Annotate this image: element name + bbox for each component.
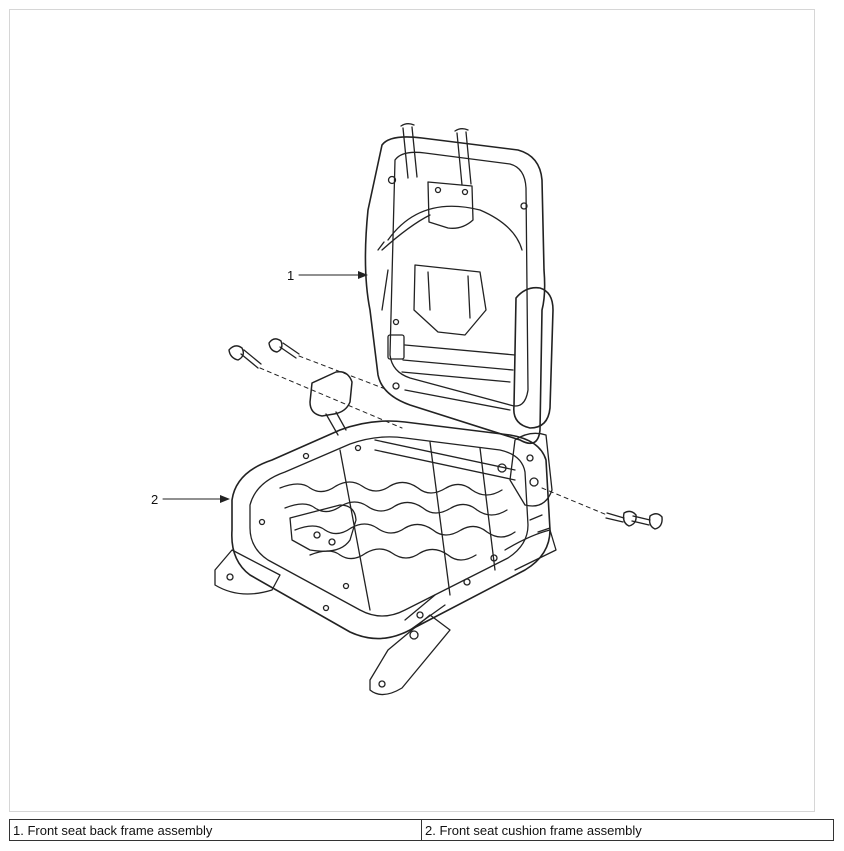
legend-row: 1. Front seat back frame assembly 2. Fro… bbox=[9, 819, 834, 841]
legend-table: 1. Front seat back frame assembly 2. Fro… bbox=[9, 819, 834, 841]
seat-frame-illustration bbox=[162, 123, 663, 696]
legend-item-seat-cushion: 2. Front seat cushion frame assembly bbox=[421, 819, 834, 841]
diagram-frame: 1 2 bbox=[9, 9, 815, 812]
seat-back-frame bbox=[364, 123, 554, 445]
callout-2: 2 bbox=[151, 492, 159, 507]
callout-arrow-2 bbox=[162, 495, 230, 503]
mounting-bolts bbox=[228, 338, 663, 530]
seat-cushion-frame bbox=[214, 420, 557, 696]
legend-item-seat-back: 1. Front seat back frame assembly bbox=[9, 819, 422, 841]
callout-1: 1 bbox=[287, 268, 295, 283]
seatbelt-buckle bbox=[309, 370, 353, 436]
leader-lines bbox=[259, 355, 608, 516]
callout-arrow-1 bbox=[298, 271, 368, 279]
